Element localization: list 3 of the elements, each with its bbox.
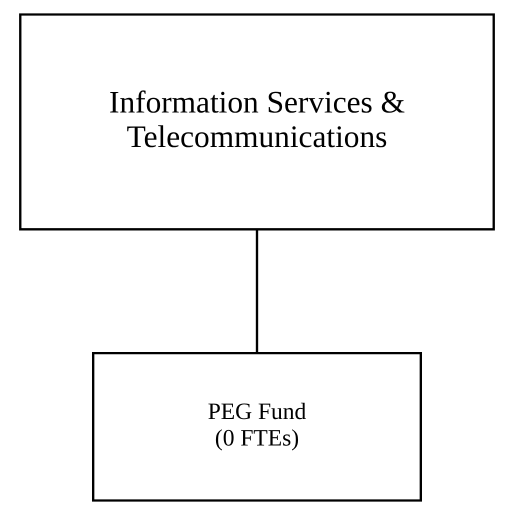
node-box: PEG Fund (0 FTEs) xyxy=(92,352,422,502)
connector xyxy=(256,229,258,353)
node-box: Information Services & Telecommunications xyxy=(19,13,495,230)
